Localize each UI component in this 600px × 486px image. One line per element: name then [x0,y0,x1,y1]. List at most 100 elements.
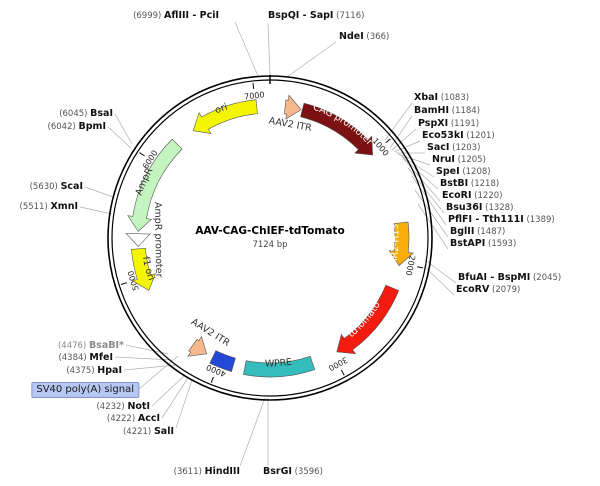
feature-wpre [243,355,316,378]
site-name-pspxi: PspXI [418,118,448,129]
site-name-bsu36i: Bsu36I [446,202,482,213]
site-hindiii: (3611) HindIII [174,466,240,477]
site-position-xbai: (1083) [438,93,469,103]
site-spei: SpeI (1208) [436,166,491,177]
site-name-sali: SalI [154,426,174,437]
tick-label-2000: 2000 [404,255,417,277]
site-bpmi: (6042) BpmI [48,121,106,132]
leader-hpai [123,364,177,371]
leader-noti [151,375,185,407]
leader-scai [84,186,114,198]
site-noti: (4232) NotI [96,401,150,412]
site-name-nrui: NruI [432,154,455,165]
site-position-bamhi: (1184) [449,106,480,116]
site-bspqi-sapi: BspQI - SapI (7116) [268,10,364,21]
site-name-bstapi: BstAPI [450,238,485,249]
leader-bpmi [107,126,132,149]
feature-f1-ori [131,247,156,291]
site-ndei: NdeI (366) [339,31,389,42]
site-position-scai: (5630) [30,182,61,192]
site-bamhi: BamHI (1184) [414,105,480,116]
site-position-afliii-pcii: (6999) [133,11,164,21]
site-xmni: (5511) XmnI [20,201,79,212]
site-name-scai: ScaI [61,181,83,192]
tick-label-7000: 7000 [244,90,265,101]
site-name-acci: AccI [138,413,160,424]
tick-1000 [385,138,391,144]
leader-sv40-polya [138,355,179,390]
site-name-ecori: EcoRI [442,190,472,201]
leader-bstbi [401,156,439,190]
feature-ori [192,99,258,134]
site-bsai: (6045) BsaI [59,108,113,119]
site-name-bglii: BglII [450,226,474,237]
site-leader-lines [79,21,457,467]
site-position-bstapi: (1593) [485,239,516,249]
feature-cag-promoter [300,102,373,156]
feature-ampr-promoter [125,232,151,247]
feature-hchr2-h134r [388,221,414,267]
tick-label-3000: 3000 [327,355,349,373]
site-position-noti: (4232) [96,402,127,412]
leader-afliii-pcii [234,21,259,77]
site-name-noti: NotI [127,401,150,412]
site-position-bfuai-bspmi: (2045) [530,273,561,283]
leader-bspqi-sapi [267,23,271,77]
site-bsu36i: Bsu36I (1328) [446,202,513,213]
site-name-afliii-pcii: AflIII - PciI [164,10,219,21]
site-sali: (4221) SalI [123,426,174,437]
site-saci: SacI (1203) [427,142,480,153]
feature-aav2-itr-2 [187,335,207,357]
site-name-saci: SacI [427,142,449,153]
site-bglii: BglII (1487) [450,226,505,237]
site-position-bstbi: (1218) [468,179,499,189]
site-name-mfei: MfeI [89,352,113,363]
site-pspxi: PspXI (1191) [418,118,479,129]
feature-sv40-polya [209,350,236,372]
site-position-eco53ki: (1201) [464,131,495,141]
site-mfei: (4384) MfeI [58,352,113,363]
site-name-bsabi: BsaBI* [89,340,124,351]
feature-label-ampr-promoter: AmpR promoter [152,202,164,278]
site-position-bspqi-sapi: (7116) [333,11,364,21]
leader-bglii [414,189,449,238]
site-name-xbai: XbaI [414,92,438,103]
leader-pspxi [391,128,417,151]
site-position-mfei: (4384) [58,353,89,363]
site-name-ecorv: EcoRV [456,284,490,295]
site-afliii-pcii: (6999) AflIII - PciI [133,10,219,21]
site-bstapi: BstAPI (1593) [450,238,516,249]
leader-xmni [79,206,113,215]
leader-pflfi-tth111i [411,175,447,226]
feature-ampr [127,138,183,232]
site-position-bsrgi: (3596) [292,467,323,477]
site-position-bsai: (6045) [59,109,90,119]
site-xbai: XbaI (1083) [414,92,469,103]
site-name-xmni: XmnI [50,201,78,212]
site-position-xmni: (5511) [20,202,51,212]
site-position-bglii: (1487) [474,227,505,237]
site-name-ndei: NdeI [339,31,364,42]
leader-bstapi [417,203,449,250]
site-name-bsrgi: BsrGI [263,466,292,477]
site-name-eco53ki: Eco53kI [422,130,464,141]
feature-tdtomato [336,284,400,355]
site-pflfi-tth111i: PflFI - Tth111I (1389) [448,214,555,225]
tick-7000 [252,82,255,89]
leader-ndei [286,41,337,78]
site-nrui: NruI (1205) [432,154,486,165]
site-position-hindiii: (3611) [174,467,205,477]
feature-label-wpre: WPRE [265,357,293,370]
site-name-spei: SpeI [436,166,460,177]
site-name-hpai: HpaI [97,365,122,376]
feature-label-ori: ori [213,102,229,117]
tick-3000 [340,369,345,376]
tick-5000 [120,282,127,285]
leader-spei [399,154,435,178]
leader-nrui [397,153,431,166]
leader-bsai [114,113,133,145]
site-name-hindiii: HindIII [205,466,240,477]
leader-sali [175,379,193,429]
site-acci: (4222) AccI [107,413,160,424]
